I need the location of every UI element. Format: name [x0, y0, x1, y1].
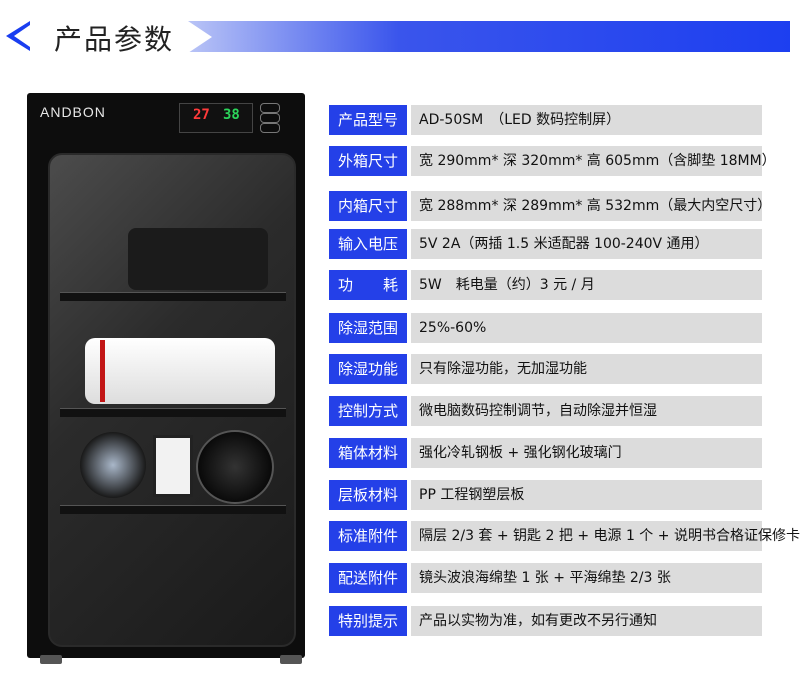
cabinet-foot: [40, 655, 62, 664]
spec-row: 配送附件 镜头波浪海绵垫 1 张 + 平海绵垫 2/3 张: [329, 563, 762, 593]
spec-row: 功 耗 5W 耗电量（约）3 元 / 月: [329, 270, 762, 300]
spec-row: 控制方式 微电脑数码控制调节，自动除湿并恒湿: [329, 396, 762, 426]
spec-row: 层板材料 PP 工程钢塑层板: [329, 480, 762, 510]
spec-value: 强化冷轧钢板 + 强化钢化玻璃门: [411, 438, 762, 468]
spec-value: 宽 290mm* 深 320mm* 高 605mm（含脚垫 18MM）: [411, 146, 776, 176]
spec-value: 宽 288mm* 深 289mm* 高 532mm（最大内空尺寸）: [411, 191, 771, 221]
spec-row: 输入电压 5V 2A（两插 1.5 米适配器 100-240V 通用）: [329, 229, 762, 259]
spec-label: 标准附件: [329, 521, 407, 551]
lens-red-ring: [100, 340, 105, 402]
white-lens-image: [85, 338, 275, 404]
spec-row: 产品型号 AD-50SM （LED 数码控制屏）: [329, 105, 762, 135]
spec-row: 特别提示 产品以实物为准，如有更改不另行通知: [329, 606, 762, 636]
led-display: [179, 103, 253, 133]
display-down-button: [260, 113, 280, 123]
spec-row: 除湿功能 只有除湿功能，无加湿功能: [329, 354, 762, 384]
shelf: [60, 292, 286, 301]
spec-label: 除湿范围: [329, 313, 407, 343]
spec-label: 配送附件: [329, 563, 407, 593]
spec-label: 层板材料: [329, 480, 407, 510]
spec-label: 内箱尺寸: [329, 191, 407, 221]
spec-value: 镜头波浪海绵垫 1 张 + 平海绵垫 2/3 张: [411, 563, 762, 593]
display-humidity: 38: [223, 107, 240, 123]
spec-row: 外箱尺寸 宽 290mm* 深 320mm* 高 605mm（含脚垫 18MM）: [329, 146, 776, 176]
spec-label: 箱体材料: [329, 438, 407, 468]
spec-value: 25%-60%: [411, 313, 762, 343]
spec-row: 内箱尺寸 宽 288mm* 深 289mm* 高 532mm（最大内空尺寸）: [329, 191, 771, 221]
header-gradient-bar: [188, 21, 790, 52]
spec-label: 产品型号: [329, 105, 407, 135]
spec-value: AD-50SM （LED 数码控制屏）: [411, 105, 762, 135]
brand-logo: ANDBON: [40, 104, 106, 120]
spec-value: 产品以实物为准，如有更改不另行通知: [411, 606, 762, 636]
display-temperature: 27: [193, 107, 210, 123]
display-up-button: [260, 103, 280, 113]
spec-label: 外箱尺寸: [329, 146, 407, 176]
page-title: 产品参数: [54, 23, 175, 56]
memory-card-image: [153, 435, 193, 497]
spec-value: 微电脑数码控制调节，自动除湿并恒湿: [411, 396, 762, 426]
camera-image: [128, 228, 268, 290]
chevron-left-inner: [14, 25, 30, 47]
shelf: [60, 408, 286, 417]
spec-value: 隔层 2/3 套 + 钥匙 2 把 + 电源 1 个 + 说明书合格证保修卡: [411, 521, 800, 551]
cabinet-foot: [280, 655, 302, 664]
spec-row: 标准附件 隔层 2/3 套 + 钥匙 2 把 + 电源 1 个 + 说明书合格证…: [329, 521, 800, 551]
spec-label: 功 耗: [329, 270, 407, 300]
chevron-right-icon: [188, 21, 212, 53]
spec-label: 特别提示: [329, 606, 407, 636]
spec-value: 只有除湿功能，无加湿功能: [411, 354, 762, 384]
shelf: [60, 505, 286, 514]
spec-row: 除湿范围 25%-60%: [329, 313, 762, 343]
spec-label: 控制方式: [329, 396, 407, 426]
spec-value: 5W 耗电量（约）3 元 / 月: [411, 270, 762, 300]
lens-front-image: [80, 432, 146, 498]
spec-value: PP 工程钢塑层板: [411, 480, 762, 510]
display-set-button: [260, 123, 280, 133]
spec-label: 输入电压: [329, 229, 407, 259]
spec-row: 箱体材料 强化冷轧钢板 + 强化钢化玻璃门: [329, 438, 762, 468]
spec-value: 5V 2A（两插 1.5 米适配器 100-240V 通用）: [411, 229, 762, 259]
spec-label: 除湿功能: [329, 354, 407, 384]
lens-cap-image: [196, 430, 274, 504]
